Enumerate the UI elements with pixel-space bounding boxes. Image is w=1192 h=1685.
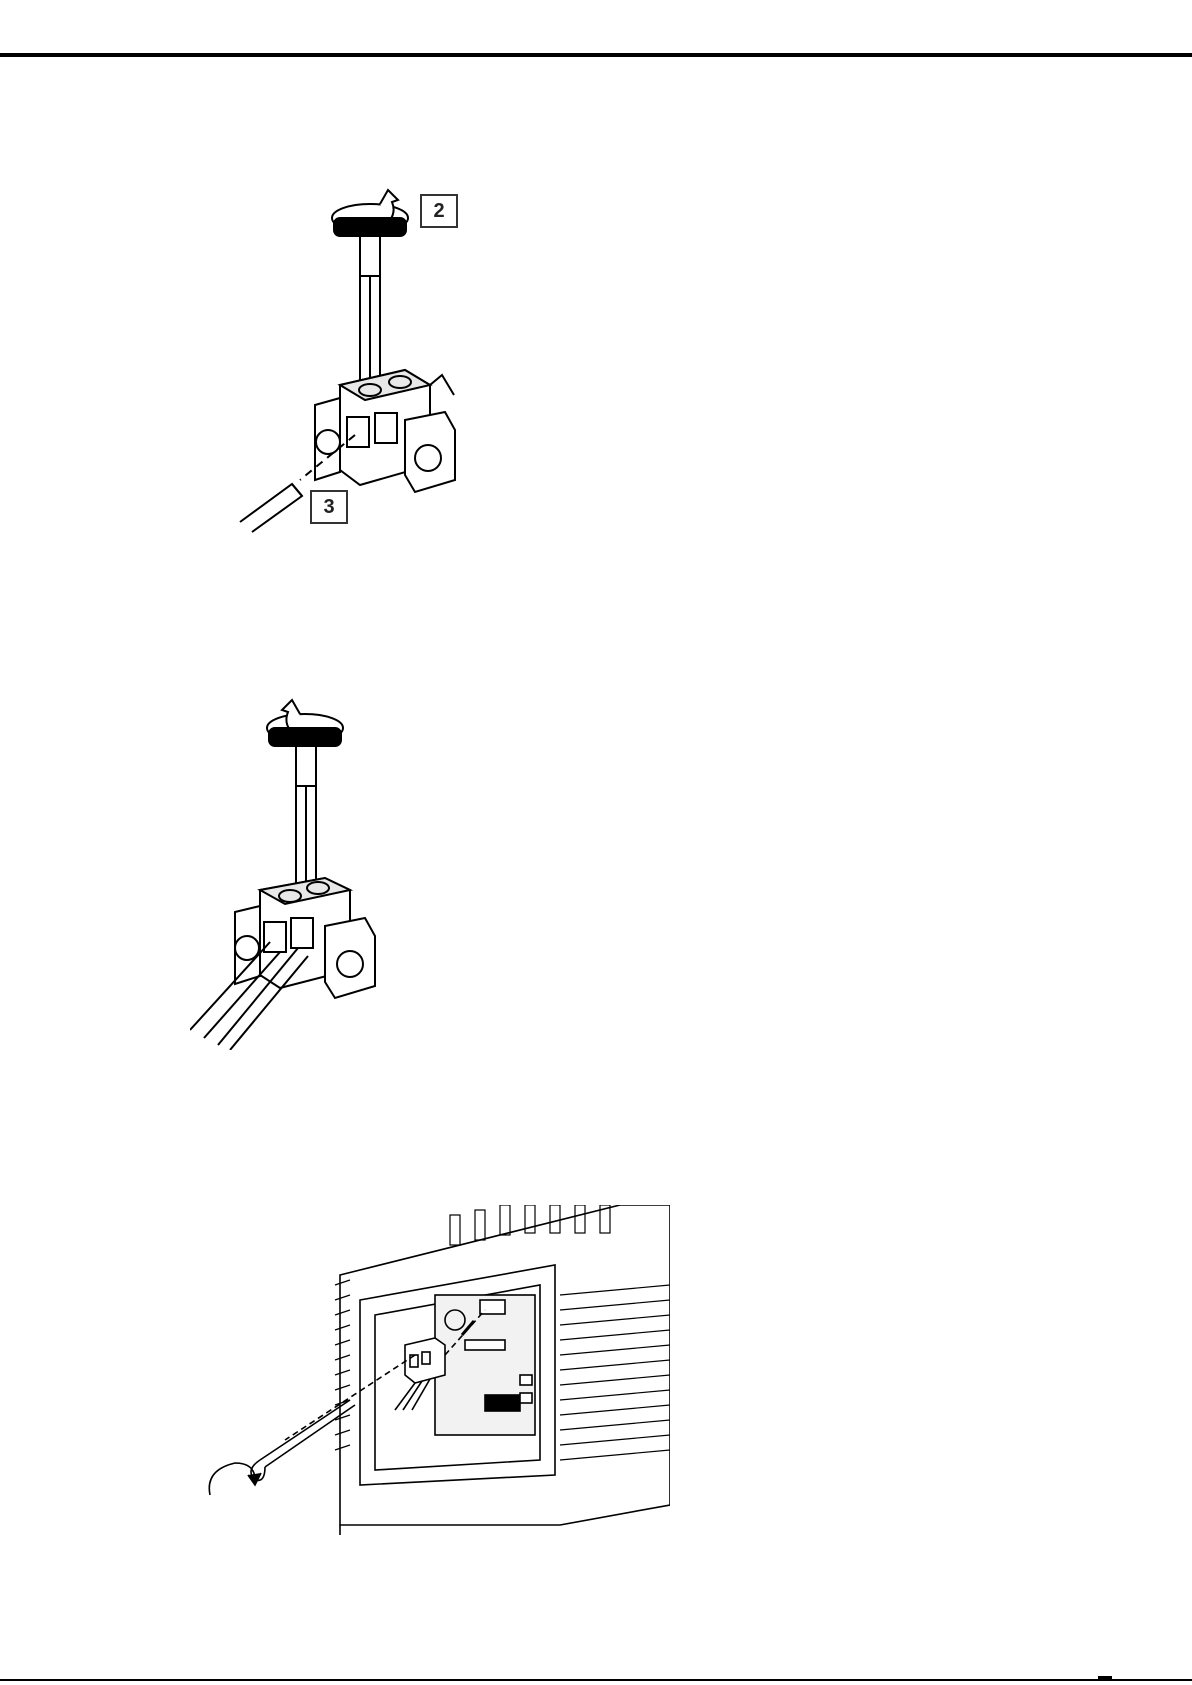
footer-rule [0,1679,1192,1681]
figure-tighten-screw [190,690,420,1050]
terminal-block-loosen-illustration [230,180,530,580]
page-footer-mark [1090,1672,1120,1685]
device-connector-illustration [200,1205,670,1535]
callout-3: 3 [310,490,348,524]
header-rule [0,53,1192,57]
terminal-block-tighten-illustration [190,690,420,1050]
figure-loosen-insert-wire: 2 3 [230,180,530,580]
figure-connector-into-device [200,1205,670,1535]
callout-2: 2 [420,194,458,228]
